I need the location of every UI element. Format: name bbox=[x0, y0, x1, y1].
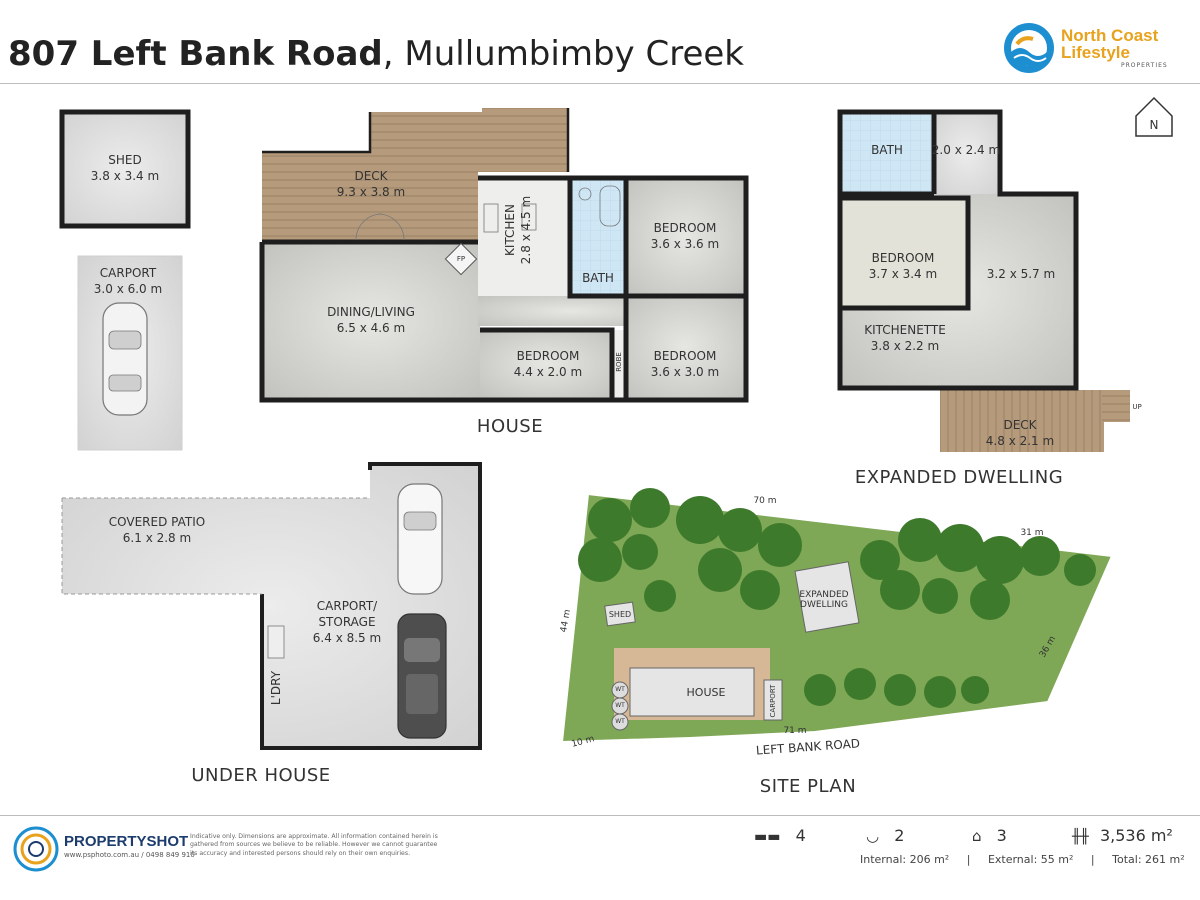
site-dim-right-top: 31 m bbox=[1020, 528, 1044, 538]
section-house: HOUSE bbox=[476, 416, 544, 437]
car-icon bbox=[102, 302, 148, 416]
site-water-tank-2: WT bbox=[615, 702, 625, 709]
site-shed: SHED bbox=[608, 610, 632, 619]
site-plan-map bbox=[560, 488, 1114, 744]
car-icon-dark bbox=[397, 613, 447, 739]
bath-icon: ◡ bbox=[866, 827, 880, 845]
room-ed-store: 2.0 x 2.4 m bbox=[931, 143, 1001, 157]
address-street: 807 Left Bank Road bbox=[8, 34, 383, 74]
site-water-tank-3: WT bbox=[615, 718, 625, 725]
room-ed-living: 3.2 x 5.7 m bbox=[986, 267, 1056, 281]
photographer-name: PROPERTYSHOT bbox=[64, 833, 189, 850]
header-divider bbox=[0, 83, 1200, 84]
stat-cars: ⌂ 3 bbox=[972, 826, 1007, 845]
section-site-plan: SITE PLAN bbox=[759, 776, 857, 797]
north-arrow-icon bbox=[1135, 96, 1173, 137]
site-carport: CARPORT bbox=[769, 684, 777, 718]
room-laundry: L'DRY bbox=[269, 670, 283, 706]
car-garage-icon: ⌂ bbox=[972, 827, 982, 845]
bed-icon: ▬▬ bbox=[754, 829, 781, 845]
photographer-contact: www.psphoto.com.au / 0498 849 910 bbox=[64, 851, 195, 859]
site-house: HOUSE bbox=[686, 686, 726, 699]
agency-name-line1: North Coast bbox=[1061, 26, 1159, 45]
north-label: N bbox=[1149, 118, 1159, 132]
fireplace-label: FP bbox=[456, 255, 466, 263]
stat-bathrooms: ◡ 2 bbox=[866, 826, 905, 845]
stairs-up-label: UP bbox=[1132, 403, 1142, 411]
room-robe: ROBE bbox=[615, 352, 623, 372]
address-suburb: , Mullumbimby Creek bbox=[382, 34, 744, 74]
section-expanded-dwelling: EXPANDED DWELLING bbox=[854, 467, 1064, 488]
site-water-tank-1: WT bbox=[615, 686, 625, 693]
expanded-dwelling-plan bbox=[837, 96, 1173, 452]
shed-outline bbox=[59, 109, 191, 229]
stat-bedrooms: ▬▬ 4 bbox=[754, 826, 806, 845]
fence-icon: ╫╫ bbox=[1072, 829, 1089, 845]
room-bath: BATH bbox=[582, 271, 614, 285]
propertyshot-icon bbox=[13, 826, 59, 872]
photographer-logo: PROPERTYSHOT www.psphoto.com.au / 0498 8… bbox=[12, 825, 195, 875]
stat-land: ╫╫ 3,536 m² bbox=[1072, 826, 1173, 845]
site-dim-top: 70 m bbox=[753, 496, 777, 506]
house-plan bbox=[259, 108, 749, 403]
agency-name-line2: Lifestyle bbox=[1061, 43, 1130, 62]
page-title: 807 Left Bank Road, Mullumbimby Creek bbox=[8, 34, 744, 74]
site-dim-bottom: 71 m bbox=[783, 726, 807, 736]
floor-plans bbox=[59, 96, 1173, 750]
agency-name-line3: PROPERTIES bbox=[1121, 62, 1168, 69]
disclaimer: Indicative only. Dimensions are approxim… bbox=[190, 833, 438, 857]
car-icon-white bbox=[397, 483, 443, 595]
section-under-house: UNDER HOUSE bbox=[191, 765, 331, 786]
agency-wave-icon bbox=[1004, 23, 1054, 73]
under-house-plan bbox=[61, 462, 482, 750]
header: 807 Left Bank Road, Mullumbimby Creek No… bbox=[0, 0, 1200, 84]
footer-divider bbox=[0, 815, 1200, 816]
area-summary: Internal: 206 m² | External: 55 m² | Tot… bbox=[860, 853, 1185, 866]
agency-logo: North Coast Lifestyle PROPERTIES bbox=[1003, 22, 1193, 76]
room-ed-bath: BATH bbox=[871, 143, 903, 157]
